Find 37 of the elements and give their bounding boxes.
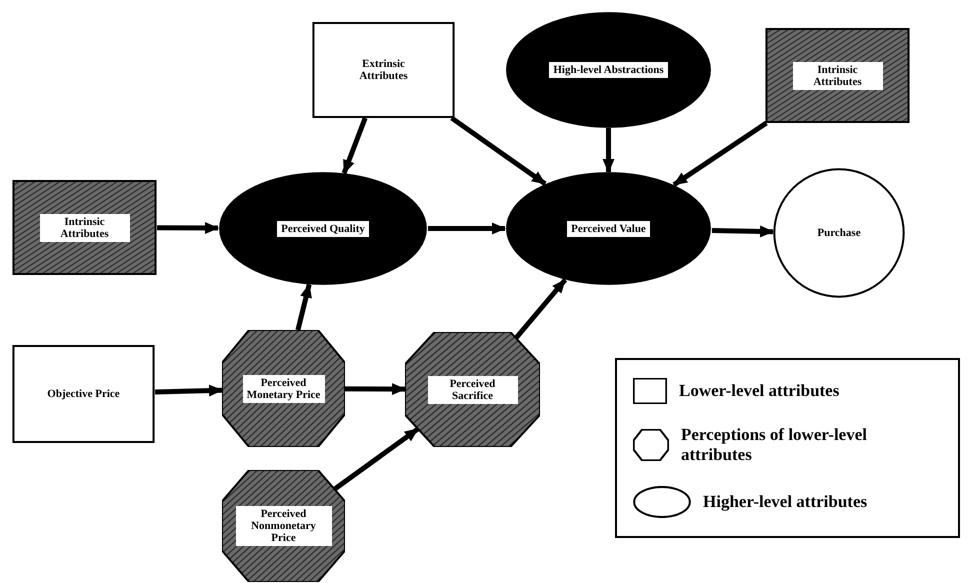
arrow bbox=[296, 284, 312, 331]
hatched-attribute-box bbox=[12, 180, 157, 275]
legend-text: Lower-level attributes bbox=[679, 381, 840, 402]
concept-ellipse bbox=[505, 172, 712, 285]
concept-ellipse bbox=[505, 12, 712, 128]
node-label: Extrinsic Attributes bbox=[358, 58, 409, 82]
node-label: Perceived Monetary Price bbox=[242, 374, 324, 402]
arrow bbox=[157, 222, 219, 234]
node-label: High-level Abstractions bbox=[549, 62, 668, 78]
perception-hexagon bbox=[222, 470, 345, 582]
arrow bbox=[450, 116, 547, 186]
hatched-attribute-box bbox=[765, 28, 910, 123]
node-label: Purchase bbox=[817, 227, 861, 239]
arrow bbox=[333, 426, 420, 492]
arrow bbox=[154, 384, 223, 397]
arrow bbox=[428, 222, 506, 234]
arrow bbox=[342, 117, 368, 174]
node-label: Perceived Quality bbox=[277, 220, 369, 236]
arrow bbox=[514, 278, 568, 340]
perception-hexagon bbox=[405, 332, 540, 447]
node-label: Perceived Nonmonetary Price bbox=[236, 506, 332, 546]
outcome-circle bbox=[773, 168, 905, 298]
concept-ellipse bbox=[218, 172, 428, 285]
arrow bbox=[672, 120, 768, 187]
arrow bbox=[602, 128, 614, 173]
node-label: Objective Price bbox=[47, 388, 120, 400]
node-label: Perceived Value bbox=[567, 220, 650, 236]
node-label: Intrinsic Attributes bbox=[792, 62, 882, 90]
perception-hexagon bbox=[222, 330, 345, 447]
arrow bbox=[712, 225, 774, 238]
node-label: Intrinsic Attributes bbox=[40, 214, 130, 242]
arrow bbox=[344, 383, 406, 396]
attribute-box bbox=[312, 22, 455, 118]
legend-text: Higher-level attributes bbox=[703, 492, 868, 512]
attribute-box bbox=[12, 345, 155, 443]
node-label: Perceived Sacrifice bbox=[428, 376, 518, 404]
legend-text: Perceptions of lower-level attributes bbox=[681, 424, 868, 465]
